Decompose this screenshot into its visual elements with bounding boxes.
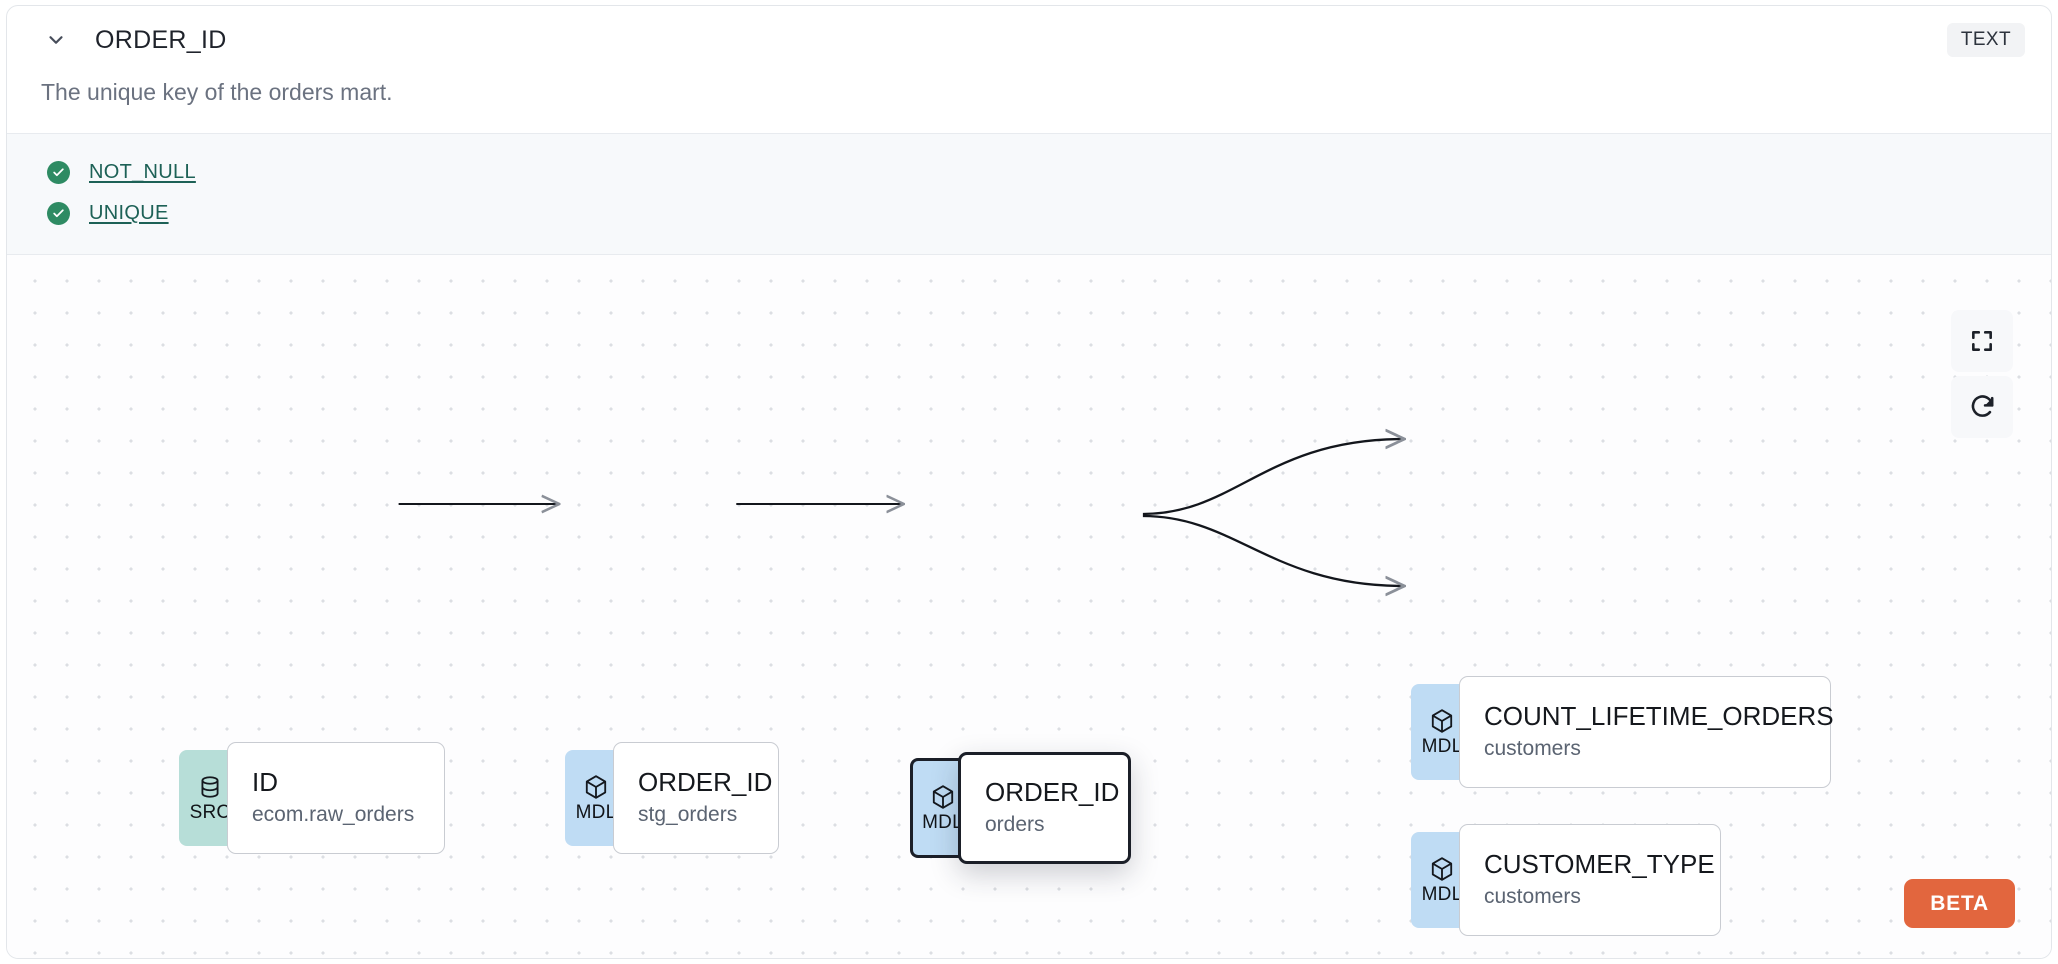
test-row: NOT_NULL <box>7 152 2051 193</box>
lineage-node-src-id[interactable]: SRC ID ecom.raw_orders <box>179 741 445 854</box>
lineage-node-count-lifetime-orders[interactable]: MDL COUNT_LIFETIME_ORDERS customers <box>1411 675 1834 788</box>
lineage-node-orders-order-id[interactable]: MDL ORDER_ID orders <box>910 751 1131 864</box>
node-body: ID ecom.raw_orders <box>227 741 445 854</box>
lineage-node-customer-type[interactable]: MDL CUSTOMER_TYPE customers <box>1411 823 1721 936</box>
test-row: UNIQUE <box>7 193 2051 234</box>
lineage-graph-canvas[interactable]: SRC ID ecom.raw_orders MDL ORDER_ID stg_… <box>7 254 2051 959</box>
page-title: ORDER_ID <box>95 25 227 54</box>
node-model-name: customers <box>1484 884 1581 908</box>
tests-section: NOT_NULL UNIQUE <box>7 132 2051 255</box>
beta-badge[interactable]: BETA <box>1904 878 2015 928</box>
chevron-down-icon[interactable] <box>39 23 73 57</box>
node-badge-label: MDL <box>575 801 617 823</box>
lineage-edges <box>398 255 2051 959</box>
node-badge-label: SRC <box>189 801 231 823</box>
column-type-badge: TEXT <box>1946 23 2025 57</box>
node-model-name: orders <box>985 812 1045 836</box>
node-body: ORDER_ID orders <box>958 751 1131 864</box>
panel-header: ORDER_ID TEXT <box>7 6 2051 74</box>
node-column-name: CUSTOMER_TYPE <box>1484 848 1715 879</box>
lineage-node-stg-order-id[interactable]: MDL ORDER_ID stg_orders <box>565 741 779 854</box>
canvas-controls <box>1951 309 2013 438</box>
fullscreen-icon[interactable] <box>1951 309 2013 372</box>
node-body: ORDER_ID stg_orders <box>613 741 779 854</box>
node-body: CUSTOMER_TYPE customers <box>1459 823 1721 936</box>
node-column-name: COUNT_LIFETIME_ORDERS <box>1484 700 1834 731</box>
node-column-name: ORDER_ID <box>638 766 773 797</box>
test-link-unique[interactable]: UNIQUE <box>89 201 169 224</box>
test-link-not-null[interactable]: NOT_NULL <box>89 160 196 183</box>
node-badge-label: MDL <box>1421 883 1463 905</box>
column-detail-panel: ORDER_ID TEXT The unique key of the orde… <box>6 5 2052 959</box>
node-body: COUNT_LIFETIME_ORDERS customers <box>1459 675 1834 788</box>
column-description: The unique key of the orders mart. <box>41 79 393 105</box>
check-circle-icon <box>47 201 70 225</box>
node-model-name: stg_orders <box>638 802 738 826</box>
node-column-name: ORDER_ID <box>985 776 1120 807</box>
check-circle-icon <box>47 160 70 184</box>
node-model-name: customers <box>1484 736 1581 760</box>
node-column-name: ID <box>252 766 278 797</box>
node-badge-label: MDL <box>1421 735 1463 757</box>
node-model-name: ecom.raw_orders <box>252 802 415 826</box>
refresh-icon[interactable] <box>1951 375 2013 438</box>
node-badge-label: MDL <box>922 811 963 833</box>
